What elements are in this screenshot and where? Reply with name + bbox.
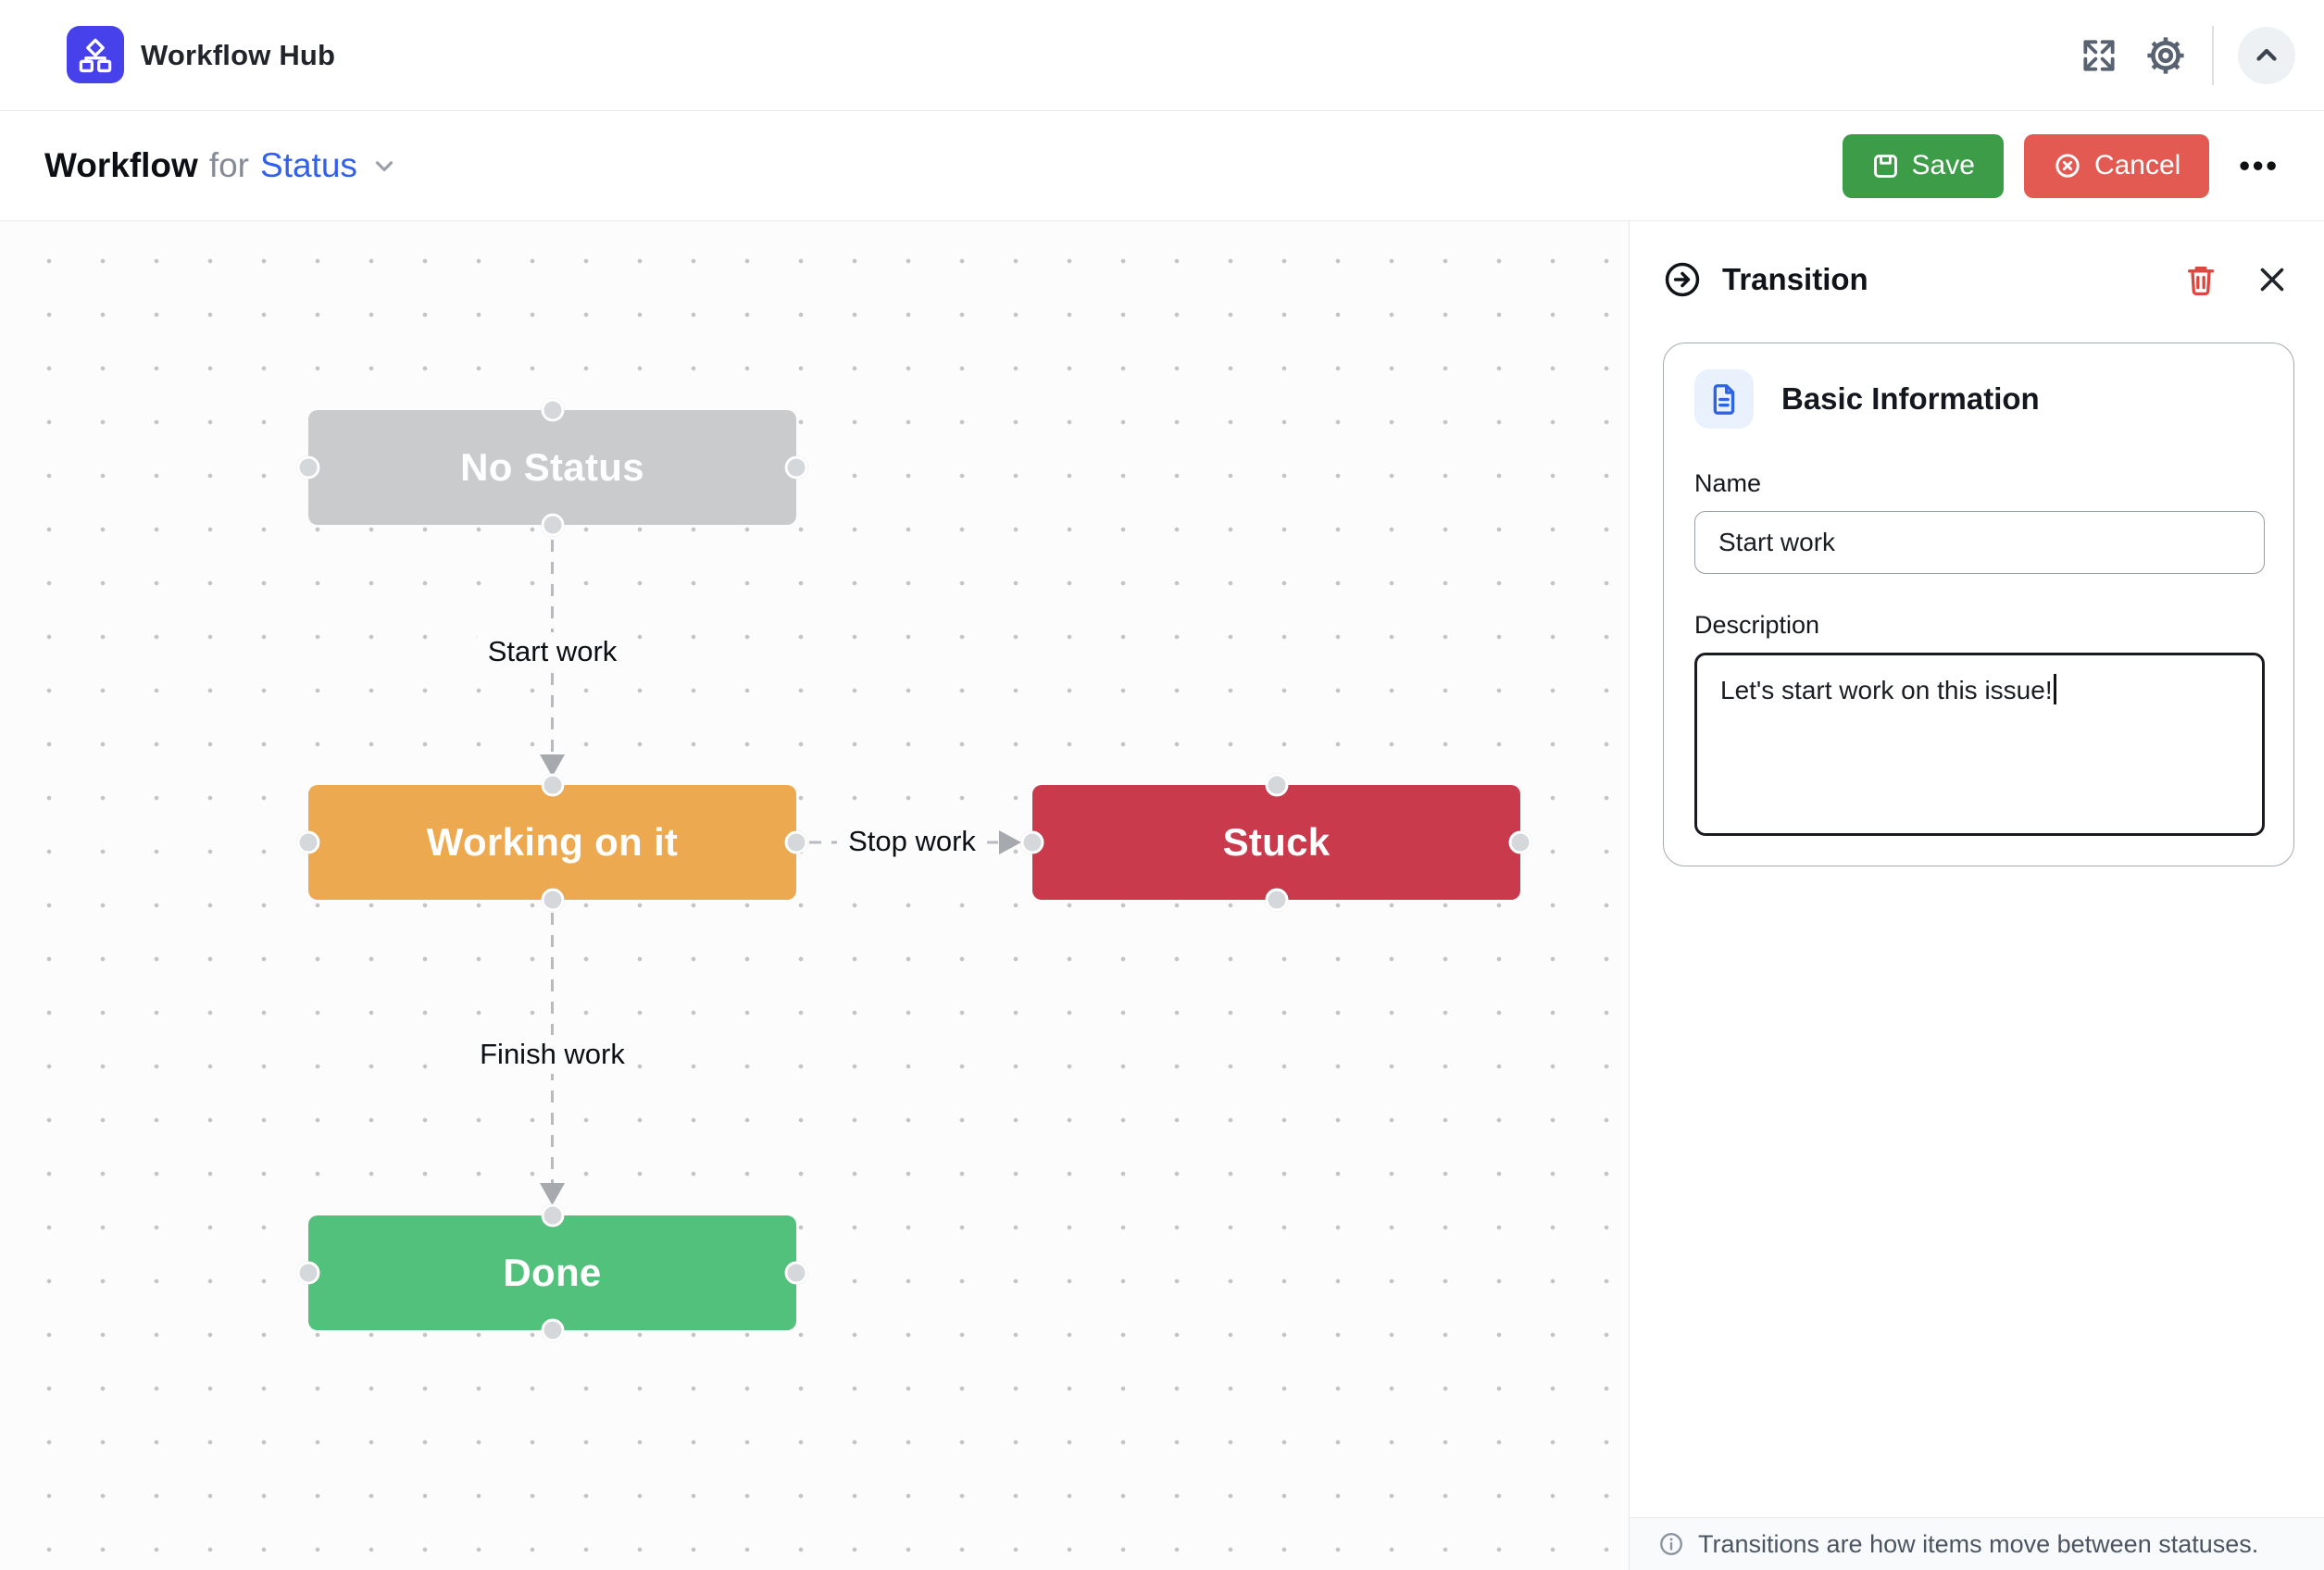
text-caret <box>2053 674 2056 704</box>
transition-panel: Transition <box>1629 221 2324 1570</box>
close-icon <box>2260 268 2284 292</box>
cancel-icon <box>2055 154 2080 178</box>
save-button-label: Save <box>1911 150 1975 181</box>
more-options-button[interactable]: ••• <box>2231 148 2287 183</box>
settings-button[interactable] <box>2143 33 2188 78</box>
panel-footer-text: Transitions are how items move between s… <box>1698 1529 2259 1558</box>
connection-handle[interactable] <box>541 513 564 537</box>
node-label: Stuck <box>1222 820 1331 864</box>
panel-footer: Transitions are how items move between s… <box>1630 1517 2324 1570</box>
workflow-canvas[interactable]: No Status Working on it Stuck Done Start… <box>0 221 1629 1570</box>
workflow-logo-icon <box>79 38 112 73</box>
save-icon <box>1873 154 1897 178</box>
description-input[interactable]: Let's start work on this issue! <box>1694 653 2265 836</box>
workflow-title-primary: Workflow <box>44 146 198 184</box>
name-input[interactable] <box>1694 511 2265 574</box>
cancel-button[interactable]: Cancel <box>2023 133 2210 198</box>
basic-information-card: Basic Information Name Description Let's… <box>1663 343 2294 866</box>
node-no-status[interactable]: No Status <box>308 410 796 525</box>
header-actions <box>2079 0 2295 111</box>
edge-label-stop-work[interactable]: Stop work <box>837 822 987 861</box>
chevron-down-icon <box>375 161 394 171</box>
chevron-up-icon <box>2256 48 2277 61</box>
save-button[interactable]: Save <box>1842 133 2004 198</box>
node-label: Working on it <box>426 820 679 864</box>
node-done[interactable]: Done <box>308 1215 796 1330</box>
trash-icon <box>2187 266 2215 296</box>
delete-transition-button[interactable] <box>2183 262 2218 297</box>
edge-label-start-work[interactable]: Start work <box>476 632 629 671</box>
node-working-on-it[interactable]: Working on it <box>308 785 796 900</box>
basic-information-header: Basic Information <box>1694 369 2263 429</box>
connection-handle[interactable] <box>784 1261 808 1285</box>
cancel-button-label: Cancel <box>2093 150 2181 181</box>
fullscreen-icon <box>2083 40 2115 71</box>
connection-handle[interactable] <box>1265 773 1288 797</box>
edge-finish-work-arrowhead <box>540 1183 565 1205</box>
info-icon <box>1660 1533 1682 1555</box>
panel-title: Transition <box>1722 262 1868 296</box>
node-label: Done <box>503 1251 602 1294</box>
header-divider <box>2212 26 2214 85</box>
document-icon <box>1713 384 1735 415</box>
node-label: No Status <box>460 445 644 489</box>
workflow-toolbar: Workflow for Status Save <box>0 111 2324 221</box>
description-label: Description <box>1694 611 1820 639</box>
connection-handle[interactable] <box>541 398 564 422</box>
connection-handle[interactable] <box>296 830 320 854</box>
card-title: Basic Information <box>1781 381 2040 416</box>
connection-handle[interactable] <box>541 888 564 912</box>
connection-handle[interactable] <box>1020 830 1044 854</box>
app-title: Workflow Hub <box>141 39 336 71</box>
connection-handle[interactable] <box>541 773 564 797</box>
connection-handle[interactable] <box>784 830 808 854</box>
description-text: Let's start work on this issue! <box>1720 676 2053 704</box>
connection-handle[interactable] <box>784 455 808 480</box>
more-options-icon: ••• <box>2239 148 2280 182</box>
name-label: Name <box>1694 469 1762 497</box>
collapse-button[interactable] <box>2238 27 2295 84</box>
connection-handle[interactable] <box>296 1261 320 1285</box>
edge-label-finish-work[interactable]: Finish work <box>469 1035 636 1074</box>
app-header: Workflow Hub <box>0 0 2324 111</box>
basic-info-icon-tile <box>1694 369 1754 429</box>
connection-handle[interactable] <box>541 1318 564 1342</box>
workflow-title-connector: for <box>208 146 250 184</box>
close-panel-button[interactable] <box>2255 263 2289 296</box>
transition-panel-header: Transition <box>1630 221 2324 338</box>
app-logo <box>67 26 124 83</box>
transition-icon <box>1665 262 1700 297</box>
node-stuck[interactable]: Stuck <box>1032 785 1520 900</box>
connection-handle[interactable] <box>1508 830 1532 854</box>
toolbar-actions: Save Cancel ••• <box>1842 133 2287 198</box>
edge-stop-work-arrowhead <box>999 830 1021 854</box>
connection-handle[interactable] <box>1265 888 1288 912</box>
connection-handle[interactable] <box>296 455 320 480</box>
fullscreen-button[interactable] <box>2079 35 2119 76</box>
connection-handle[interactable] <box>541 1203 564 1227</box>
status-selector[interactable]: Status <box>260 146 398 185</box>
status-selector-label: Status <box>260 146 357 184</box>
edge-start-work-arrowhead <box>540 754 565 777</box>
gear-icon <box>2147 37 2184 74</box>
workflow-title: Workflow for Status <box>44 146 398 185</box>
